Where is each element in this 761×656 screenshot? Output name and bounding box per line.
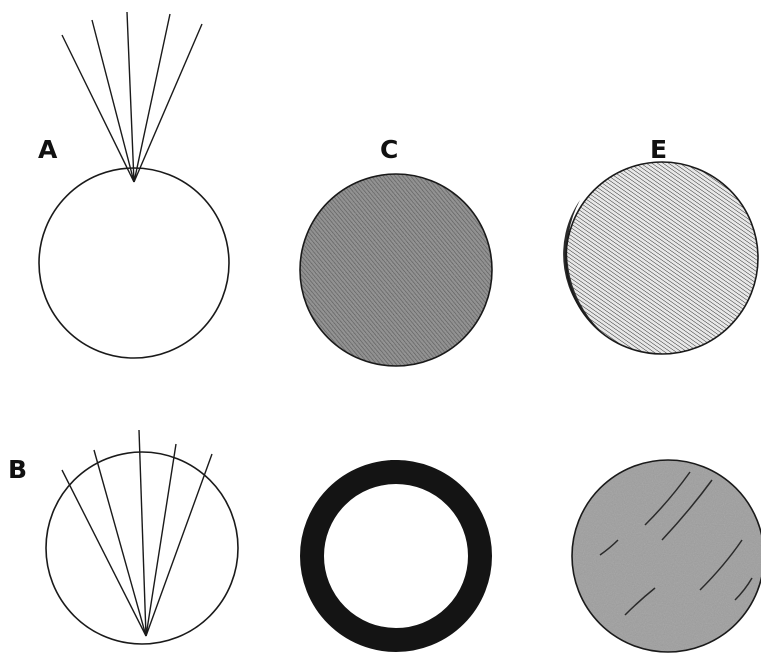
ray-a-4 — [134, 14, 170, 182]
circle-b — [46, 452, 238, 644]
ray-b-4 — [146, 444, 176, 636]
ray-b-3 — [139, 430, 146, 636]
ray-a-5 — [134, 24, 202, 182]
ray-b-5 — [146, 454, 212, 636]
panel-c: C — [300, 135, 492, 366]
ray-a-1 — [62, 35, 134, 182]
label-a: A — [38, 135, 58, 164]
ring-d — [312, 472, 480, 640]
label-b: B — [8, 455, 27, 484]
ray-b-1 — [62, 470, 146, 636]
panel-f: F — [572, 455, 761, 652]
circle-a — [39, 168, 229, 358]
disc-c-grain — [300, 174, 492, 366]
label-e: E — [650, 135, 667, 164]
panel-e: E — [563, 135, 758, 354]
panel-a: A — [38, 12, 229, 358]
rays-b — [62, 430, 212, 636]
rays-a — [62, 12, 202, 182]
panel-b: B — [8, 430, 238, 644]
panel-d: D — [312, 455, 480, 640]
ray-b-2 — [94, 450, 146, 636]
label-c: C — [380, 135, 398, 164]
